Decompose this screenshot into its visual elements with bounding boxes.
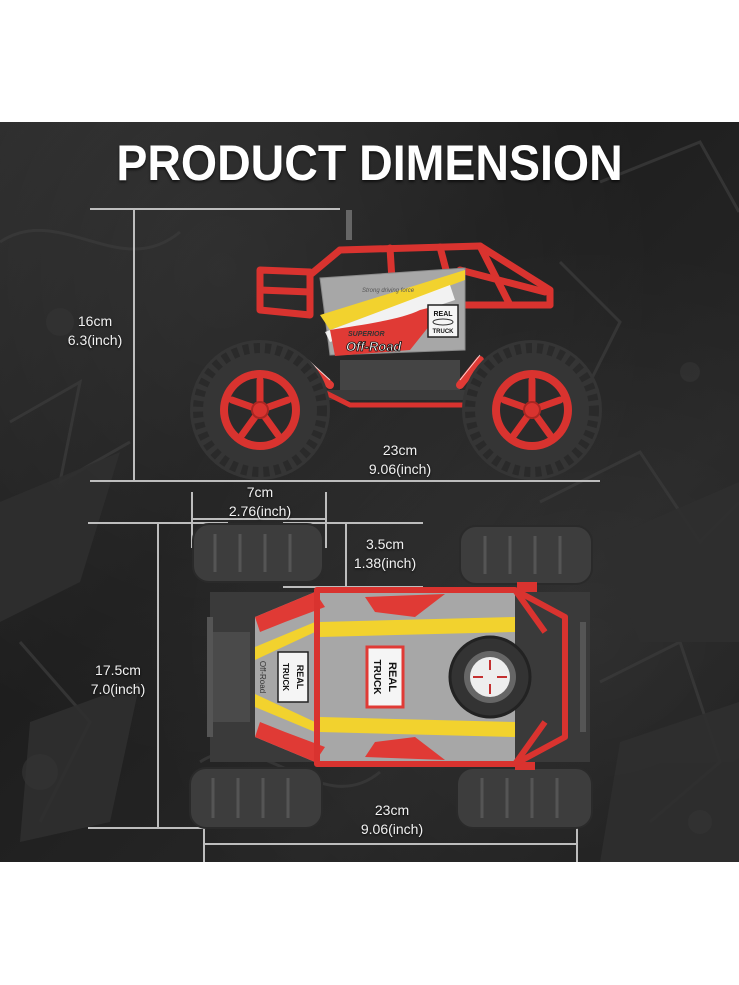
width-label: 17.5cm 7.0(inch) bbox=[68, 661, 168, 699]
side-height-label: 16cm 6.3(inch) bbox=[45, 312, 145, 350]
tire-width-line bbox=[191, 518, 327, 520]
product-dimension-panel: PRODUCT DIMENSION 16cm 6.3(inch) 23cm 9.… bbox=[0, 122, 739, 862]
tire-width-cm: 7cm bbox=[246, 484, 274, 500]
front-left-tire bbox=[192, 523, 324, 583]
width-inch: 7.0(inch) bbox=[90, 681, 146, 697]
top-length-label: 23cm 9.06(inch) bbox=[337, 801, 447, 839]
width-cm: 17.5cm bbox=[95, 662, 141, 678]
side-badge-bottom: TRUCK bbox=[433, 329, 455, 335]
height-vertical-line bbox=[133, 208, 135, 481]
width-vertical-line bbox=[157, 522, 159, 828]
width-bottom-line bbox=[88, 827, 228, 829]
rc-truck-top-view: REAL TRUCK Off-Road REAL TRUCK bbox=[189, 523, 593, 829]
top-badge-bottom-small: TRUCK bbox=[281, 663, 290, 691]
side-length-cm: 23cm bbox=[382, 442, 418, 458]
tire-width-label: 7cm 2.76(inch) bbox=[205, 483, 315, 521]
top-badge-bottom: TRUCK bbox=[371, 660, 382, 696]
rear-wheel bbox=[462, 340, 602, 480]
side-badge-top: REAL bbox=[433, 311, 453, 318]
clearance-inch: 1.38(inch) bbox=[353, 555, 417, 571]
front-wheel bbox=[190, 340, 330, 480]
side-brand-small: SUPERIOR bbox=[348, 331, 385, 338]
rc-truck-side-view: Strong driving force SUPERIOR Off-Road R… bbox=[190, 210, 602, 480]
spare-tire bbox=[448, 635, 532, 719]
top-length-left-tick bbox=[203, 822, 205, 862]
clearance-cm: 3.5cm bbox=[365, 536, 405, 552]
side-height-cm: 16cm bbox=[77, 313, 113, 329]
top-badge-top-small: REAL bbox=[295, 665, 305, 690]
side-brand: Off-Road bbox=[346, 339, 402, 354]
height-top-line bbox=[90, 208, 340, 210]
top-length-line bbox=[203, 843, 578, 845]
rear-right-tire bbox=[456, 767, 593, 829]
rear-left-tire bbox=[459, 525, 593, 585]
graffiti-background bbox=[0, 140, 739, 862]
page-title: PRODUCT DIMENSION bbox=[116, 135, 623, 191]
clearance-top-line bbox=[283, 522, 423, 524]
length-bottom-line bbox=[90, 480, 600, 482]
tire-width-left-tick bbox=[191, 492, 193, 548]
tire-width-right-tick bbox=[325, 492, 327, 548]
clearance-vertical-line bbox=[345, 522, 347, 586]
top-badge-top: REAL bbox=[386, 662, 398, 692]
side-tagline: Strong driving force bbox=[362, 288, 415, 294]
side-length-label: 23cm 9.06(inch) bbox=[345, 441, 455, 479]
side-height-inch: 6.3(inch) bbox=[67, 332, 123, 348]
top-length-cm: 23cm bbox=[374, 802, 410, 818]
tire-width-inch: 2.76(inch) bbox=[228, 503, 292, 519]
top-length-right-tick bbox=[576, 822, 578, 862]
top-length-inch: 9.06(inch) bbox=[360, 821, 424, 837]
front-right-tire bbox=[189, 767, 323, 829]
top-brand: Off-Road bbox=[258, 661, 267, 693]
clearance-label: 3.5cm 1.38(inch) bbox=[335, 535, 435, 573]
side-length-inch: 9.06(inch) bbox=[368, 461, 432, 477]
